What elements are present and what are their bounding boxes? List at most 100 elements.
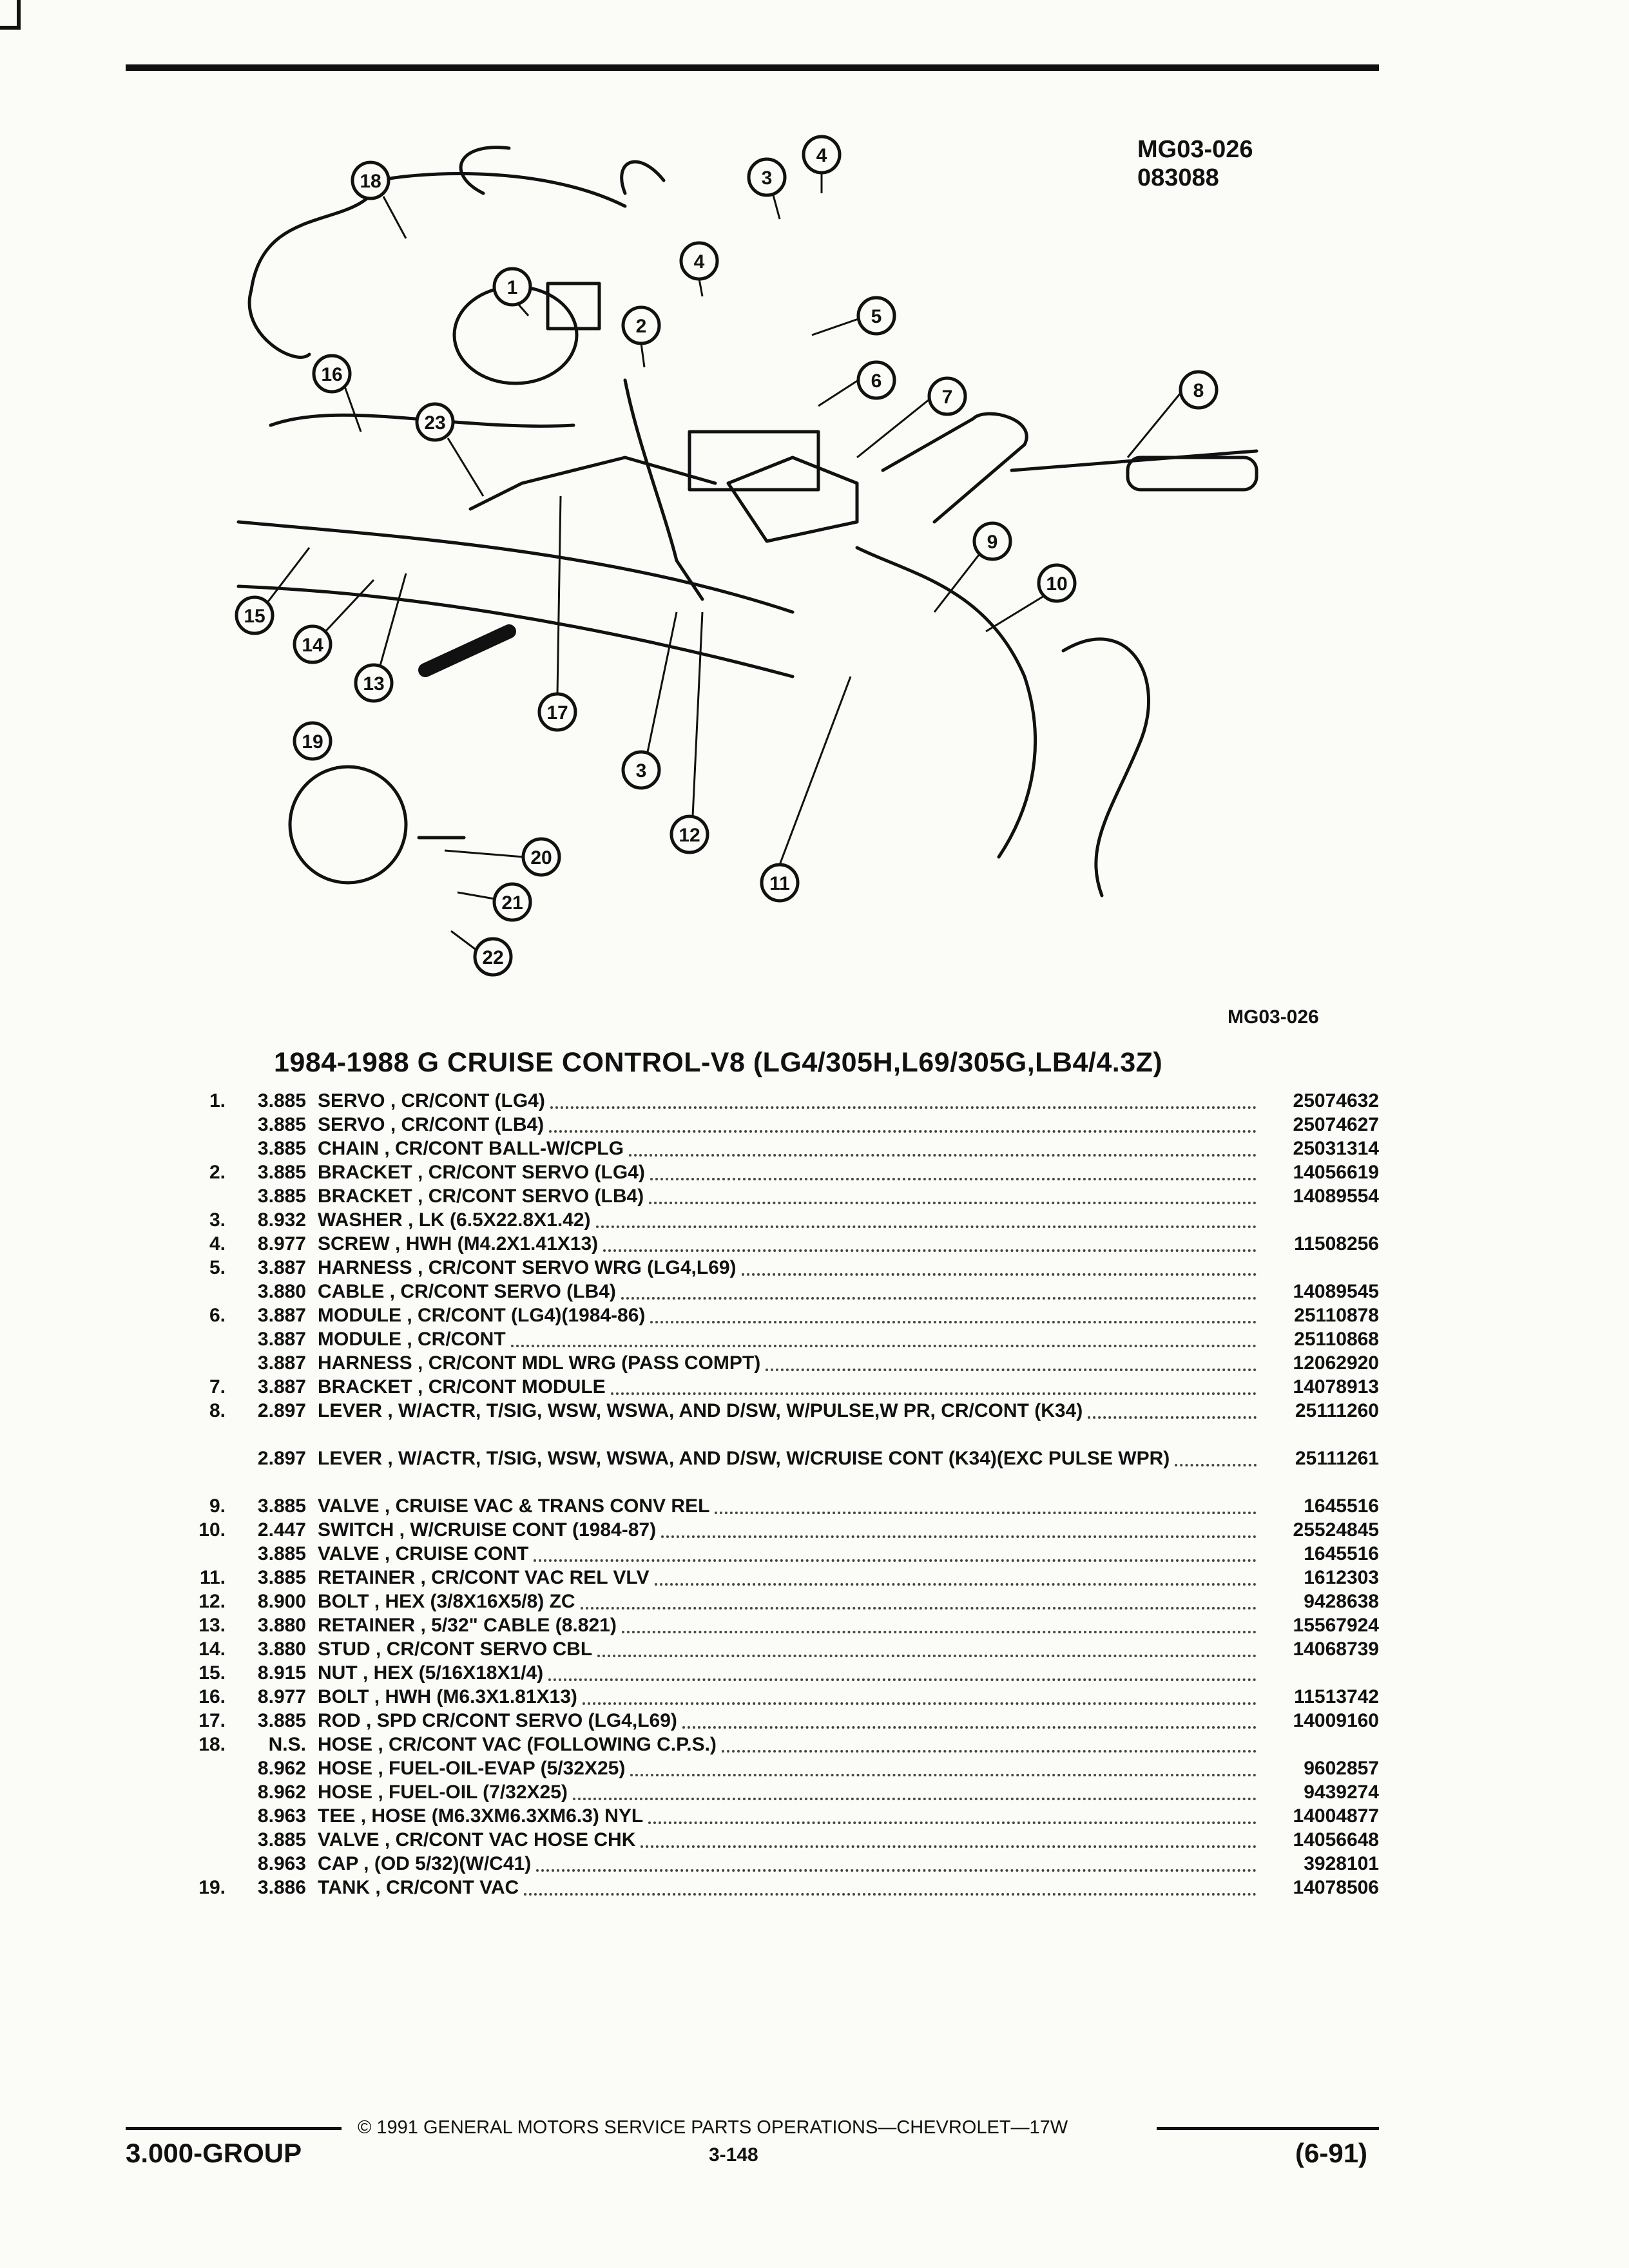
group-number: 8.963 [257, 1853, 306, 1874]
part-name: WASHER [318, 1209, 403, 1231]
group-number: 3.887 [257, 1257, 306, 1278]
group-number: 3.887 [257, 1329, 306, 1350]
part-number: 25110878 [1294, 1305, 1379, 1326]
group-number: 8.963 [257, 1805, 306, 1827]
part-name: VALVE [318, 1543, 380, 1564]
ref-number: 7. [209, 1376, 226, 1398]
callout-16: 16 [312, 354, 352, 394]
callout-12: 12 [670, 814, 709, 854]
part-number: 1645516 [1304, 1495, 1379, 1517]
group-number: 8.932 [257, 1209, 306, 1231]
part-number: 25524845 [1293, 1519, 1379, 1541]
exploded-parts-diagram: 18 1 3 4 4 2 5 6 7 8 16 23 9 10 15 14 13… [235, 135, 1258, 977]
callout-label: 7 [942, 387, 953, 408]
ref-number: 8. [209, 1400, 226, 1421]
part-detail: W/ACTR, T/SIG, WSW, WSWA, AND D/SW, W/PU… [398, 1400, 1083, 1421]
callout-label: 20 [530, 847, 552, 869]
part-name: HOSE [318, 1782, 373, 1803]
group-number: 8.977 [257, 1686, 306, 1707]
leader-dots [766, 1369, 1257, 1371]
callout-label: 18 [360, 171, 381, 192]
callout-label: 6 [871, 370, 882, 392]
ref-number: 2. [209, 1162, 226, 1183]
callout-label: 15 [244, 606, 265, 627]
leader-dots [582, 1702, 1257, 1705]
part-detail: HWH (M6.3X1.81X13) [385, 1686, 577, 1707]
part-description: VALVE , CR/CONT VAC HOSE CHK [318, 1828, 1257, 1852]
part-name: SERVO [318, 1090, 385, 1111]
part-name: NUT [318, 1662, 358, 1684]
part-number: 25074632 [1293, 1090, 1379, 1111]
callout-8: 8 [1179, 370, 1219, 410]
part-name: BRACKET [318, 1376, 412, 1398]
callout-label: 3 [636, 760, 647, 782]
part-number: 25110868 [1294, 1329, 1379, 1350]
part-name: MODULE [318, 1305, 401, 1326]
part-detail: 5/32" CABLE (8.821) [431, 1615, 617, 1636]
engine-line-a [269, 413, 575, 428]
part-detail: CR/CONT SERVO CBL [386, 1639, 593, 1660]
callout-14: 14 [293, 624, 333, 664]
leader-dots [536, 1869, 1257, 1872]
group-number: 3.885 [257, 1829, 306, 1850]
vacuum-tank-shape [288, 765, 408, 885]
group-number: 8.962 [257, 1782, 306, 1803]
part-description: STUD , CR/CONT SERVO CBL [318, 1637, 1257, 1661]
parts-list: 1. 3.885 SERVO , CR/CONT (LG4) 25074632 3.88… [187, 1089, 1379, 1899]
part-description: SERVO , CR/CONT (LB4) [318, 1113, 1257, 1137]
part-name: HOSE [318, 1734, 373, 1755]
ref-number: 5. [209, 1257, 226, 1278]
ref-number: 4. [209, 1233, 226, 1254]
callout-label: 14 [302, 635, 323, 656]
part-detail: CR/CONT VAC HOSE CHK [395, 1829, 636, 1850]
group-number: 3.885 [257, 1495, 306, 1517]
group-number: 8.915 [257, 1662, 306, 1684]
part-number: 14009160 [1293, 1710, 1379, 1731]
part-number: 25074627 [1293, 1114, 1379, 1135]
part-detail: HOSE (M6.3XM6.3XM6.3) NYL [371, 1805, 644, 1827]
parts-row: 3.887 MODULE , CR/CONT 25110868 [187, 1327, 1379, 1351]
footer-rule-left [126, 2127, 342, 2130]
ref-number: 1. [209, 1090, 226, 1111]
ref-number: 12. [198, 1591, 226, 1612]
leader-dots [548, 1678, 1257, 1681]
part-description: RETAINER , CR/CONT VAC REL VLV [318, 1566, 1257, 1590]
part-description: SERVO , CR/CONT (LG4) [318, 1089, 1257, 1113]
hose-loop-right [620, 160, 666, 195]
group-number: 2.447 [257, 1519, 306, 1541]
leader-dots [661, 1535, 1257, 1538]
group-number: 3.885 [257, 1162, 306, 1183]
group-label: 3.000-GROUP [126, 2138, 302, 2168]
parts-row: 18.N.S.HOSE , CR/CONT VAC (FOLLOWING C.P… [187, 1733, 1379, 1756]
leader-dots [715, 1512, 1257, 1514]
part-description: BOLT , HWH (M6.3X1.81X13) [318, 1685, 1257, 1709]
part-number: 1645516 [1304, 1543, 1379, 1564]
part-description: MODULE , CR/CONT [318, 1327, 1257, 1351]
leader-dots [549, 1130, 1257, 1133]
part-detail: CR/CONT MODULE [428, 1376, 606, 1398]
part-description: BRACKET , CR/CONT MODULE [318, 1375, 1257, 1399]
part-name: SWITCH [318, 1519, 394, 1541]
part-description: WASHER , LK (6.5X22.8X1.42) [318, 1208, 1257, 1232]
part-detail: W/ACTR, T/SIG, WSW, WSWA, AND D/SW, W/CR… [398, 1448, 1170, 1469]
part-number: 14089554 [1293, 1186, 1379, 1207]
part-name: MODULE [318, 1329, 401, 1350]
leader-dots [721, 1750, 1257, 1753]
top-rule [126, 64, 1379, 71]
part-detail: HWH (M4.2X1.41X13) [405, 1233, 599, 1254]
part-description: HOSE , FUEL-OIL (7/32X25) [318, 1780, 1257, 1804]
callout-label: 3 [762, 168, 773, 189]
part-description: HARNESS , CR/CONT MDL WRG (PASS COMPT) [318, 1351, 1257, 1375]
callout-1: 1 [492, 267, 532, 307]
part-detail: CR/CONT BALL-W/CPLG [395, 1138, 624, 1159]
ref-number: 19. [198, 1877, 226, 1898]
